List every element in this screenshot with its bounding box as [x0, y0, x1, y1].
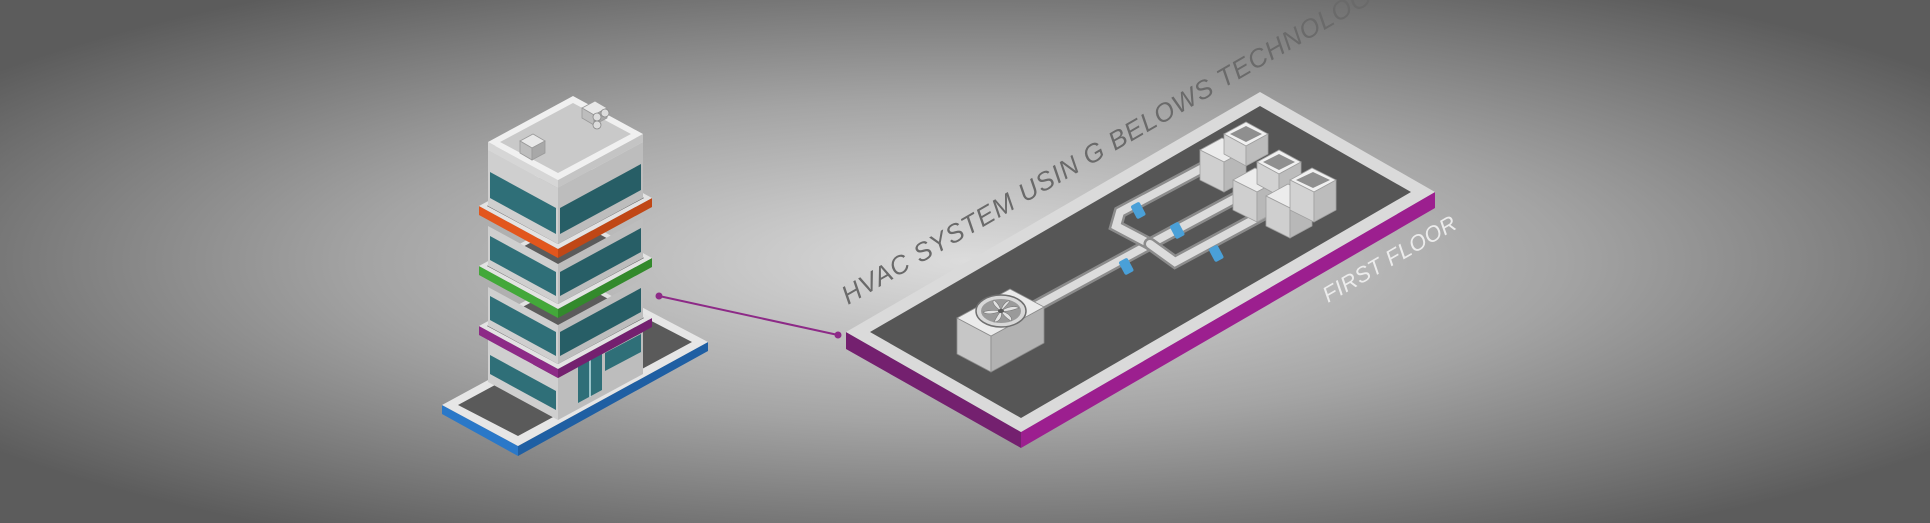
orange-slab-right [558, 198, 652, 258]
bellows-couplings [1119, 202, 1224, 275]
floor-2-window-left [490, 296, 556, 356]
indoor-unit-1 [1199, 121, 1269, 193]
floor-3-window-left [490, 236, 556, 296]
building-base-right-edge [518, 342, 708, 456]
purple-slab-right [558, 318, 652, 378]
floor-plate-right-edge [1021, 192, 1435, 448]
hvac-equipment [956, 121, 1337, 373]
ground-floor-window-right [605, 334, 641, 371]
fan-icon [975, 294, 1027, 328]
bellows-coupling-1 [1131, 202, 1146, 219]
bellows-coupling-2 [1170, 222, 1185, 239]
floor-plate-left-edge [846, 332, 1021, 448]
bellows-coupling-3 [1119, 258, 1134, 275]
floor-3-window-right [560, 228, 641, 296]
floor-2-window-right [560, 288, 641, 356]
roof-equipment [519, 100, 610, 161]
bellows-coupling-4 [1209, 245, 1224, 262]
building-base-left-edge [442, 405, 518, 456]
green-slab-right [558, 258, 652, 318]
roof-parapet-right [558, 134, 643, 188]
green-slab-left [479, 266, 558, 318]
orange-slab-left [479, 206, 558, 258]
top-floor-window-left [490, 172, 556, 234]
top-floor-window-right [560, 164, 641, 234]
outdoor-unit [956, 288, 1045, 373]
indoor-unit-3 [1265, 167, 1337, 239]
floor-connector [655, 292, 842, 339]
ground-floor-window-left [490, 355, 556, 410]
office-building [442, 96, 708, 456]
purple-slab-left [479, 326, 558, 378]
roof-parapet-left [488, 142, 558, 188]
